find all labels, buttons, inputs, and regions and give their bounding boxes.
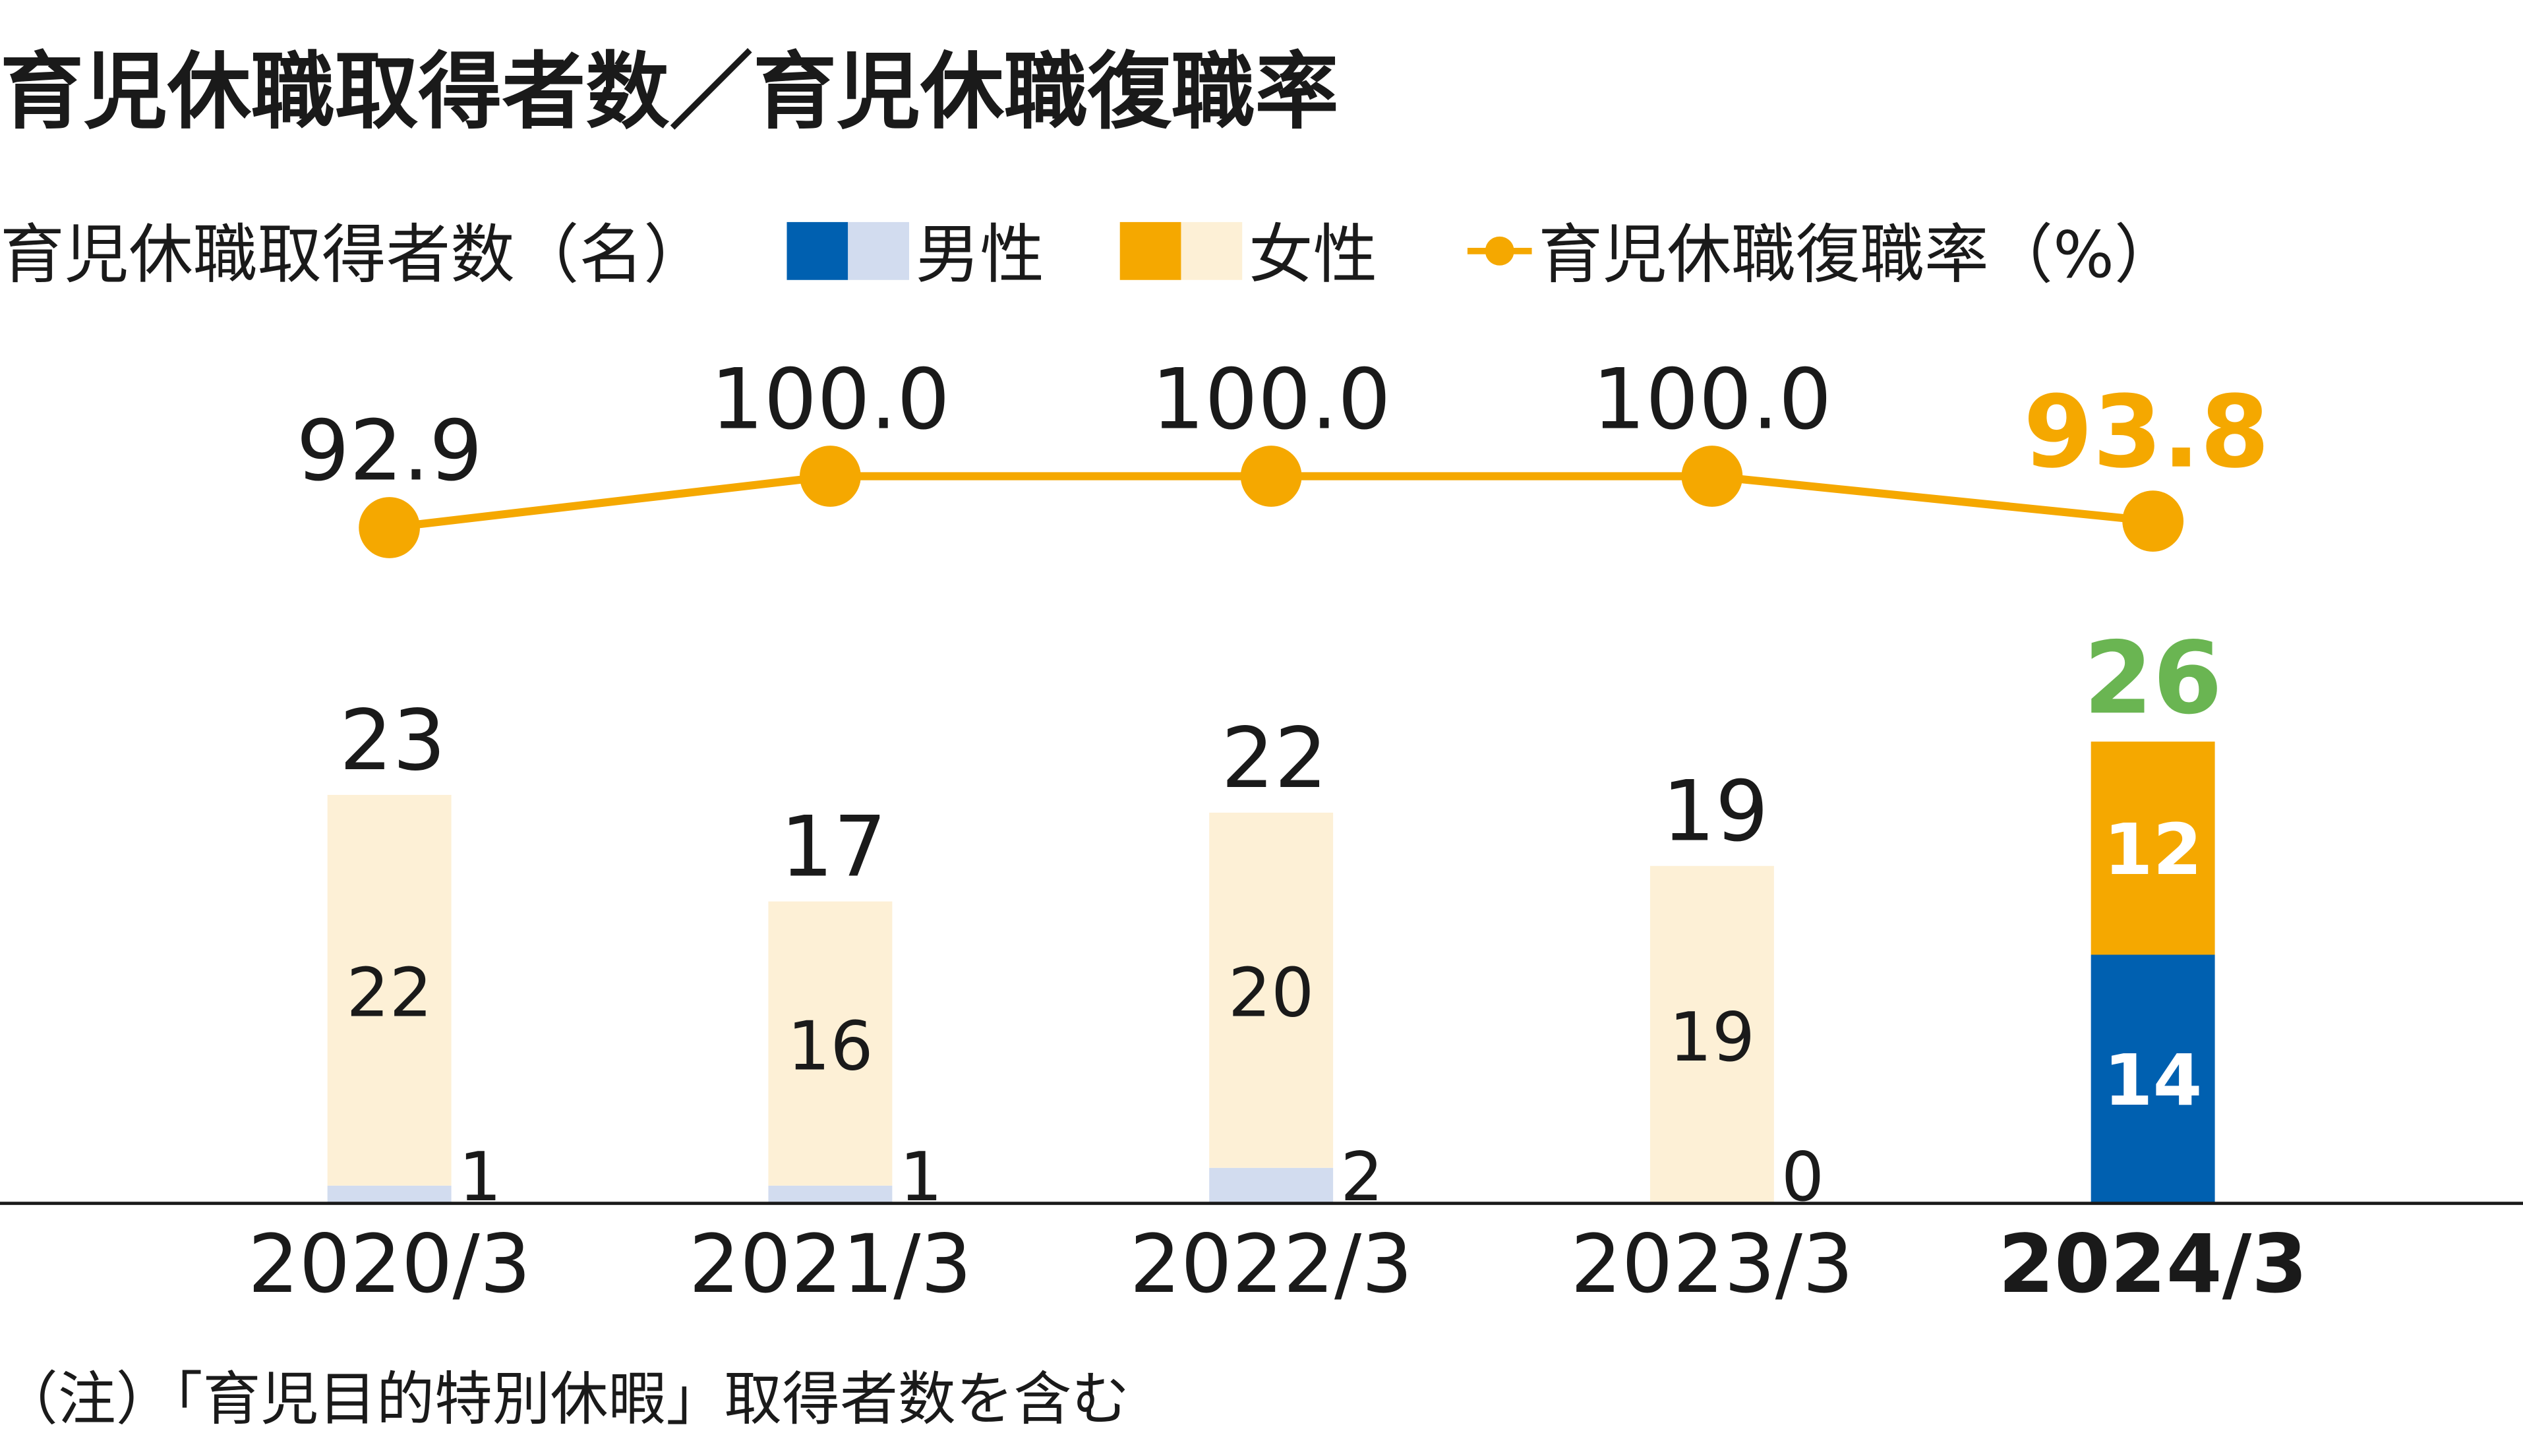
bar-male-label: 14: [2104, 1039, 2202, 1122]
footnote: （注）「育児目的特別休暇」取得者数を含む: [0, 1365, 1129, 1433]
legend: 育児休職取得者数（名） 男性 女性 育児休職復職率（%）: [0, 218, 2179, 293]
bar-total-label: 23: [340, 691, 446, 789]
rate-label: 100.0: [1592, 350, 1831, 448]
legend-male-swatch-light: [848, 221, 909, 280]
bar-female-label: 19: [1669, 999, 1755, 1077]
bar-female: [1209, 812, 1334, 1168]
rate-line-group: 92.9 100.0 100.0 100.0 93.8: [296, 350, 2270, 558]
rate-label: 100.0: [1151, 350, 1390, 448]
rate-point: [1240, 446, 1302, 507]
rate-point: [1681, 446, 1743, 507]
legend-male-label: 男性: [916, 218, 1044, 293]
x-tick-label: 2024/3: [1998, 1217, 2307, 1311]
chart-title: 育児休職取得者数／育児休職復職率: [0, 43, 1338, 140]
rate-point: [359, 497, 421, 558]
bar-male: [768, 1185, 893, 1204]
bar-female: [327, 794, 452, 1186]
legend-rate-marker: [1485, 236, 1514, 266]
bar-male: [1209, 1167, 1334, 1204]
rate-label: 100.0: [711, 350, 950, 448]
rate-point: [800, 446, 861, 507]
bar-female-label: 16: [787, 1007, 873, 1086]
legend-female-swatch-dark: [1119, 221, 1181, 280]
bar-female-label: 12: [2104, 809, 2202, 891]
x-tick-label: 2020/3: [248, 1217, 531, 1311]
rate-label: 93.8: [2023, 374, 2269, 490]
legend-count-label: 育児休職取得者数（名）: [0, 218, 708, 293]
bar-total-label: 17: [781, 798, 887, 896]
x-tick-label: 2022/3: [1130, 1217, 1413, 1311]
bar-total-label: 19: [1662, 763, 1768, 860]
bar-male: [327, 1185, 452, 1204]
legend-female-label: 女性: [1249, 218, 1377, 293]
bar-male: [2091, 954, 2215, 1204]
x-axis-labels: 2020/3 2021/3 2022/3 2023/3 2024/3: [248, 1217, 2307, 1311]
bar-female: [1649, 865, 1774, 1204]
x-tick-label: 2023/3: [1570, 1217, 1853, 1311]
legend-rate-label: 育児休職復職率（%）: [1538, 218, 2178, 293]
bar-female-label: 22: [346, 954, 432, 1032]
legend-male-swatch-dark: [787, 221, 848, 280]
rate-label: 92.9: [296, 401, 483, 499]
rate-point: [2122, 490, 2184, 552]
bar-total-label: 26: [2083, 620, 2222, 736]
x-tick-label: 2021/3: [689, 1217, 972, 1311]
legend-female-swatch-light: [1181, 221, 1243, 280]
bar-total-label: 22: [1221, 709, 1327, 807]
bar-female-label: 20: [1228, 954, 1314, 1032]
bar-female: [2091, 742, 2215, 955]
bar-female: [768, 901, 893, 1186]
